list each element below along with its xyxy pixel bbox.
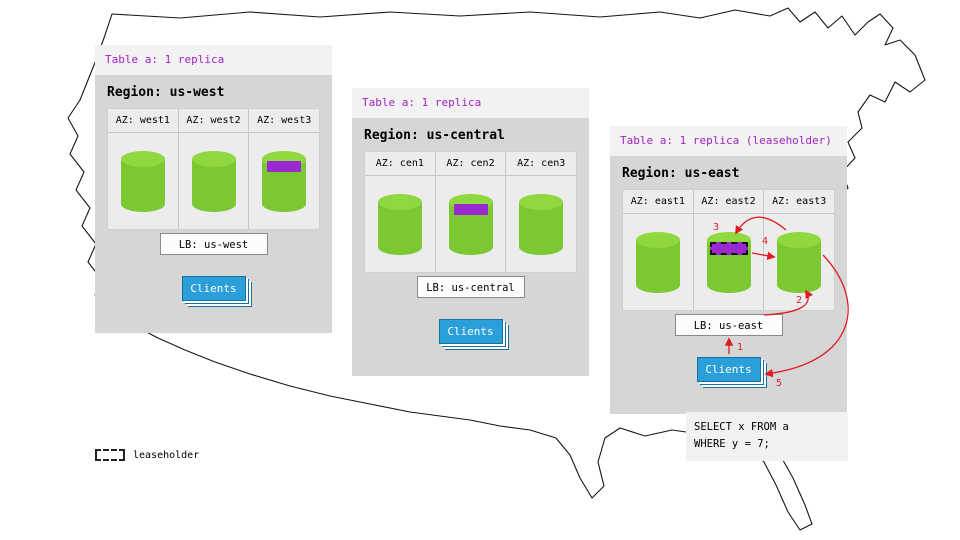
database-cylinder-icon xyxy=(519,194,564,255)
database-cylinder-icon xyxy=(120,151,165,212)
az-column-west2: AZ: west2 xyxy=(178,109,250,229)
database-cylinder-icon xyxy=(377,194,422,255)
az-column-cen2: AZ: cen2 xyxy=(435,152,507,272)
clients-box: Clients xyxy=(438,319,503,344)
region-title: Region: us-central xyxy=(364,128,505,143)
az-box: AZ: cen1 AZ: cen2 AZ: cen3 xyxy=(364,151,577,273)
az-label: AZ: cen3 xyxy=(506,152,577,176)
sql-line-2: WHERE y = 7; xyxy=(694,438,770,451)
leaseholder-legend-label: leaseholder xyxy=(133,449,200,461)
replica-marker xyxy=(453,204,488,215)
region-title: Region: us-west xyxy=(107,85,225,100)
az-box: AZ: east1 AZ: east2 AZ: east3 xyxy=(622,189,835,311)
az-label: AZ: east1 xyxy=(623,190,693,214)
clients-box: Clients xyxy=(181,276,246,301)
load-balancer-box: LB: us-east xyxy=(674,314,783,336)
database-cylinder-icon xyxy=(262,151,307,212)
database-cylinder-icon xyxy=(191,151,236,212)
az-column-east1: AZ: east1 xyxy=(623,190,694,310)
region-panel-us-west: Table a: 1 replica Region: us-west AZ: w… xyxy=(95,45,332,333)
region-panel-us-central: Table a: 1 replica Region: us-central AZ… xyxy=(352,88,589,376)
database-cylinder-icon xyxy=(777,232,822,293)
load-balancer-box: LB: us-west xyxy=(159,233,268,255)
az-column-cen1: AZ: cen1 xyxy=(365,152,436,272)
clients-box: Clients xyxy=(696,357,761,382)
az-column-east2: AZ: east2 xyxy=(693,190,765,310)
leaseholder-legend: leaseholder xyxy=(95,449,199,461)
az-label: AZ: cen2 xyxy=(435,152,506,176)
az-label: AZ: cen1 xyxy=(365,152,435,176)
table-replica-header: Table a: 1 replica xyxy=(352,88,589,118)
table-replica-header: Table a: 1 replica (leaseholder) xyxy=(610,126,847,156)
leaseholder-legend-swatch xyxy=(95,449,125,461)
replica-marker xyxy=(267,161,302,172)
database-cylinder-icon xyxy=(448,194,493,255)
database-cylinder-icon xyxy=(635,232,680,293)
sql-query-box: SELECT x FROM a WHERE y = 7; xyxy=(686,412,848,461)
az-label: AZ: west2 xyxy=(178,109,249,133)
leaseholder-replica-marker xyxy=(709,242,748,255)
az-label: AZ: west3 xyxy=(249,109,320,133)
table-replica-header: Table a: 1 replica xyxy=(95,45,332,75)
load-balancer-box: LB: us-central xyxy=(416,276,525,298)
az-box: AZ: west1 AZ: west2 AZ: west3 xyxy=(107,108,320,230)
database-cylinder-icon xyxy=(706,232,751,293)
region-title: Region: us-east xyxy=(622,166,740,181)
az-column-west3: AZ: west3 xyxy=(249,109,320,229)
az-label: AZ: east3 xyxy=(764,190,835,214)
az-column-east3: AZ: east3 xyxy=(764,190,835,310)
region-panel-us-east: Table a: 1 replica (leaseholder) Region:… xyxy=(610,126,847,414)
sql-line-1: SELECT x FROM a xyxy=(694,421,789,433)
az-label: AZ: west1 xyxy=(108,109,178,133)
az-column-west1: AZ: west1 xyxy=(108,109,179,229)
az-label: AZ: east2 xyxy=(693,190,764,214)
az-column-cen3: AZ: cen3 xyxy=(506,152,577,272)
